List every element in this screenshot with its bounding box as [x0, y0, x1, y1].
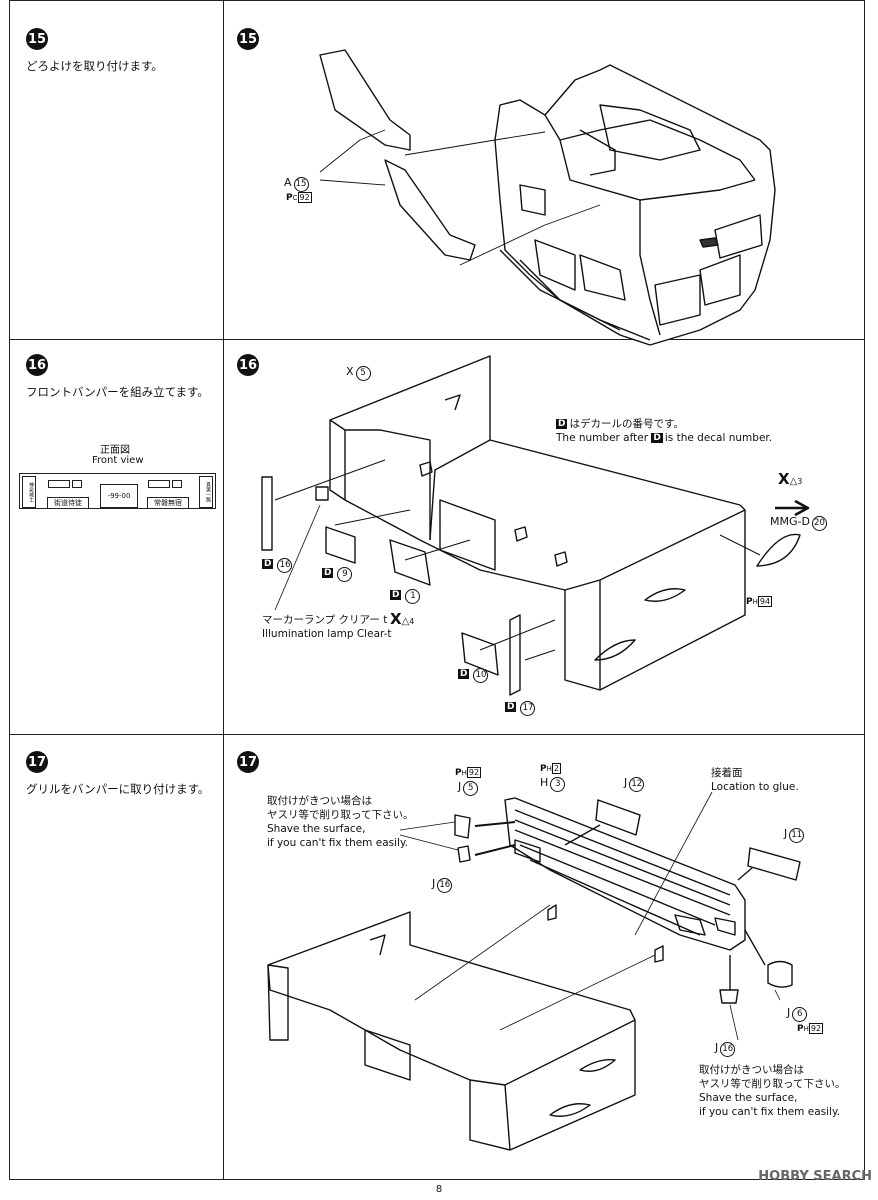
- plate-right: 常磐無宿: [147, 497, 189, 509]
- decal-10-shape: [461, 632, 499, 676]
- part-j6: [767, 960, 793, 988]
- step-number-badge: 17: [26, 751, 48, 773]
- row-divider: [10, 339, 864, 340]
- front-view-jp: 正面図: [100, 445, 130, 456]
- shave-note-2-jp-b: ヤスリ等で削り取って下さい。: [699, 1078, 846, 1090]
- grille-illustration: [504, 797, 746, 951]
- part-j11: [747, 847, 801, 881]
- decal-9-shape: [325, 526, 356, 564]
- decal-1-shape: [389, 539, 431, 586]
- page-number: 8: [435, 1184, 443, 1195]
- part-j16a: [457, 845, 471, 863]
- step-16-text: フロントバンパーを組み立てます。: [26, 385, 209, 399]
- shave-note-1-jp-a: 取付けがきつい場合は: [267, 795, 372, 807]
- glue-note-en: Location to glue.: [711, 781, 799, 793]
- shave-note-2-en-b: if you can't fix them easily.: [699, 1106, 841, 1118]
- mudguard-upper: [319, 49, 411, 151]
- glue-note-jp: 接着面: [711, 767, 743, 779]
- step-number-badge: 16: [237, 354, 259, 376]
- side-plate-right: 真実一路: [199, 476, 213, 508]
- shave-note-2-jp-a: 取付けがきつい場合は: [699, 1064, 804, 1076]
- shave-note-1-en-a: Shave the surface,: [267, 823, 366, 835]
- watermark: HOBBY SEARCH: [758, 1169, 872, 1184]
- step-number-badge: 15: [237, 28, 259, 50]
- lamp-note-en: Illumination lamp Clear-t: [262, 628, 392, 640]
- step-number-badge: 17: [237, 751, 259, 773]
- front-view-en: Front view: [92, 455, 144, 466]
- part-j5: [454, 814, 471, 839]
- plate-center: -99-00: [100, 484, 138, 508]
- decal-16-shape: [261, 476, 273, 551]
- shave-note-1-jp-b: ヤスリ等で削り取って下さい。: [267, 809, 414, 821]
- lamp-note-jp: マーカーランプ クリアー t: [262, 614, 388, 626]
- mmg-lamp-part: [756, 533, 801, 567]
- step-number-badge: 16: [26, 354, 48, 376]
- bumper-lower-illustration: [267, 911, 636, 1151]
- column-divider: [223, 1, 224, 1179]
- front-view-diagram: 神泉城士 真実一路 街道侍徒 常磐無宿 -99-00: [19, 473, 216, 509]
- step-17-text: グリルをバンパーに取り付けます。: [26, 782, 210, 796]
- label-x4: X△4: [390, 610, 415, 628]
- marker-lamp-part: [315, 486, 329, 501]
- shave-note-2-en-a: Shave the surface,: [699, 1092, 798, 1104]
- step-15-text: どろよけを取り付けます。: [26, 59, 163, 73]
- part-j16b: [719, 989, 739, 1004]
- cab-body-illustration: [494, 64, 776, 346]
- side-plate-left: 神泉城士: [22, 476, 36, 508]
- part-j12: [595, 799, 641, 836]
- bumper-assembly-illustration: [329, 355, 746, 691]
- mudguard-lower: [384, 159, 476, 261]
- shave-note-1-en-b: if you can't fix them easily.: [267, 837, 409, 849]
- decal-17-shape: [509, 614, 521, 696]
- instruction-page: [9, 0, 865, 1180]
- plate-left: 街道侍徒: [47, 497, 89, 509]
- step-number-badge: 15: [26, 28, 48, 50]
- row-divider: [10, 734, 864, 735]
- label-x3: X△3: [778, 470, 803, 488]
